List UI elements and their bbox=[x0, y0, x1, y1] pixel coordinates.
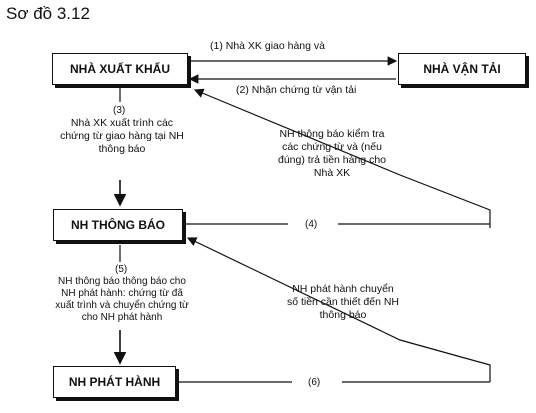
arrow-4 bbox=[193, 88, 491, 228]
arrow-6 bbox=[186, 237, 491, 382]
exporter-box: NHÀ XUẤT KHẨU bbox=[52, 53, 188, 85]
advising-bank-label: NH THÔNG BÁO bbox=[71, 218, 165, 232]
carrier-label: NHÀ VẬN TẢI bbox=[423, 62, 501, 76]
edge-3-number: (3) bbox=[113, 105, 126, 116]
edge-4-number: (4) bbox=[305, 219, 318, 230]
edge-5-number: (5) bbox=[115, 264, 128, 275]
edge-4-label: NH thông báo kiểm tra các chứng từ và (n… bbox=[278, 128, 386, 179]
carrier-box: NHÀ VẬN TẢI bbox=[398, 53, 526, 85]
edge-6-label: NH phát hành chuyển số tiền cần thiết đế… bbox=[286, 283, 400, 321]
edge-1-label: (1) Nhà XK giao hàng và bbox=[210, 40, 325, 52]
edge-6-number: (6) bbox=[308, 377, 321, 388]
exporter-label: NHÀ XUẤT KHẨU bbox=[70, 62, 170, 76]
issuing-bank-box: NH PHÁT HÀNH bbox=[53, 366, 176, 398]
edge-3-label: Nhà XK xuất trình các chứng từ giao hàng… bbox=[60, 117, 184, 155]
edge-5-label: NH thông báo thông báo cho NH phát hành:… bbox=[55, 276, 189, 323]
advising-bank-box: NH THÔNG BÁO bbox=[53, 209, 183, 241]
diagram-title: Sơ đồ 3.12 bbox=[6, 4, 90, 23]
issuing-bank-label: NH PHÁT HÀNH bbox=[68, 375, 161, 389]
edge-2-label: (2) Nhận chứng từ vận tải bbox=[236, 84, 357, 96]
